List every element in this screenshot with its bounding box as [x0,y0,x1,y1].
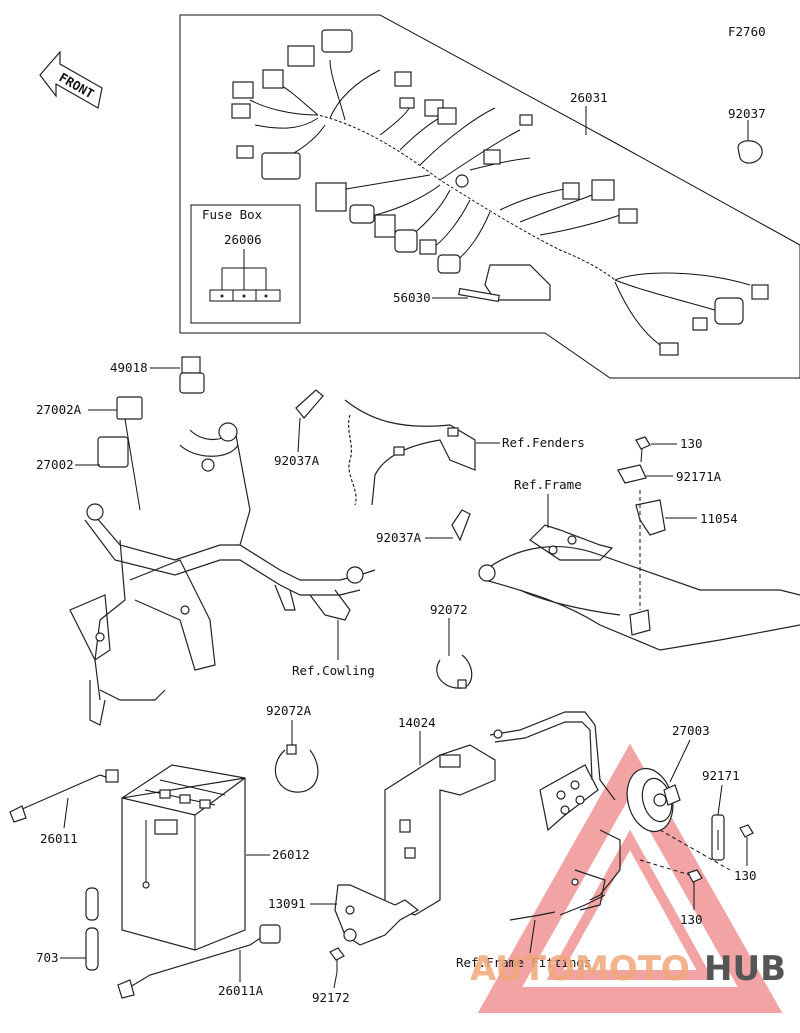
label-130-upper: 130 [680,436,703,451]
clamp-92037A-upper [295,389,324,419]
harness-connectors [231,29,769,356]
label-130-right: 130 [734,868,757,883]
clamp-92171A [617,464,647,484]
label-92037A-upper: 92037A [274,453,320,468]
label-92172: 92172 [312,990,350,1005]
label-49018: 49018 [110,360,148,375]
left-frame-bracket [69,422,376,726]
label-130-lower: 130 [680,912,703,927]
bolt-130-lower [687,869,703,883]
front-arrow-icon: FRONT [39,50,103,109]
battery-26012 [121,764,246,951]
label-56030: 56030 [393,290,431,305]
relay-49018 [179,356,205,394]
cable-26011A [117,924,281,999]
bolt-130-right [739,824,754,838]
bracket-13091 [334,884,420,946]
label-92171A: 92171A [676,469,722,484]
label-13091: 13091 [268,896,306,911]
clamp-92037A-lower [451,509,471,542]
frame-section [478,524,800,651]
label-26011: 26011 [40,831,78,846]
label-27003: 27003 [672,723,710,738]
bolt-130-upper [635,436,651,463]
clamp-92037 [737,140,763,164]
label-92037: 92037 [728,106,766,121]
label-26031: 26031 [570,90,608,105]
label-92037A-lower: 92037A [376,530,422,545]
watermark-logo [477,743,783,1013]
label-ref-frame-fittings: Ref.Frame Fittings [456,955,591,970]
band-92072 [436,654,473,689]
frame-fittings [489,711,621,921]
relay-27002 [97,436,129,468]
band-92072A [274,744,319,793]
fuse-box-title: Fuse Box [202,207,263,222]
watermark-text-automoto: AUTOMOTO [470,949,690,989]
fuse-box-frame [190,204,301,324]
harness-group-outline [179,14,800,379]
label-92072: 92072 [430,602,468,617]
label-92072A: 92072A [266,703,312,718]
label-ref-frame: Ref.Frame [514,477,582,492]
label-11054: 11054 [700,511,738,526]
battery-case-14024 [384,744,496,916]
label-26012: 26012 [272,847,310,862]
label-14024: 14024 [398,715,436,730]
label-ref-cowling: Ref.Cowling [292,663,375,678]
label-27002A: 27002A [36,402,82,417]
label-27002: 27002 [36,457,74,472]
bracket-11054 [635,499,666,536]
diagram-code: F2760 [728,24,766,39]
fuse-703 [85,887,99,971]
label-ref-fenders: Ref.Fenders [502,435,585,450]
bolt-92172 [329,947,345,972]
fender-bracket [344,399,476,506]
label-703: 703 [36,950,59,965]
label-92171: 92171 [702,768,740,783]
watermark-text-hub: HUB [704,949,786,989]
cable-26011 [9,769,119,823]
fuse-box-part: 26006 [224,232,262,247]
clamp-92171 [711,814,725,861]
relay-27002A [116,396,143,511]
label-26011A: 26011A [218,983,264,998]
fuse-box-symbol [209,249,281,302]
horn-27003 [626,767,681,833]
